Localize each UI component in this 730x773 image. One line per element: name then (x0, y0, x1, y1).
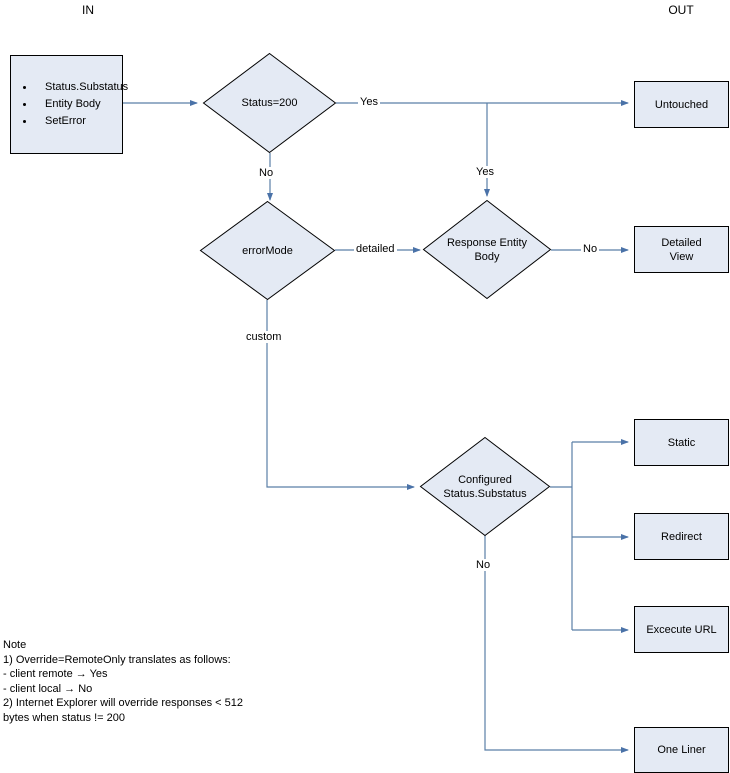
output-static-label: Static (667, 436, 696, 449)
list-item: Entity Body (19, 96, 128, 113)
output-execute-url[interactable]: Excecute URL (634, 606, 729, 653)
edge-label-status-yes: Yes (358, 96, 380, 108)
column-header-out: OUT (668, 3, 694, 17)
output-untouched-label: Untouched (654, 98, 709, 111)
decision-status-200-label: Status=200 (241, 97, 298, 109)
diamond-shape (419, 436, 551, 537)
edge-errormode-custom-configured (266, 300, 415, 490)
decision-status-200[interactable]: Status=200 (202, 52, 337, 154)
column-header-in: IN (82, 3, 94, 17)
output-one-liner[interactable]: One Liner (634, 727, 729, 773)
decision-configured-status-substatus[interactable]: Configured Status.Substatus (419, 436, 551, 537)
input-node-list: Status.Substatus Entity Body SetError (11, 79, 128, 130)
diamond-shape (199, 200, 336, 301)
output-redirect[interactable]: Redirect (634, 513, 729, 560)
edge-configured-no-one-liner (484, 535, 629, 753)
list-item: SetError (19, 113, 128, 130)
input-node[interactable]: Status.Substatus Entity Body SetError (10, 55, 128, 154)
edge-label-response-entity-yes: Yes (474, 166, 496, 178)
list-item: Status.Substatus (19, 79, 128, 96)
output-detailed-view[interactable]: Detailed View (634, 226, 729, 273)
output-static[interactable]: Static (634, 419, 729, 466)
edge-label-error-detailed: detailed (354, 243, 397, 255)
diamond-shape (422, 199, 552, 300)
diamond-shape (202, 52, 337, 154)
edge-label-error-custom: custom (244, 331, 284, 343)
decision-configured-status-substatus-label: Configured Status.Substatus (443, 473, 527, 500)
edge-label-status-no: No (257, 167, 276, 179)
output-execute-url-label: Excecute URL (646, 623, 717, 636)
decision-error-mode-label: errorMode (242, 244, 293, 257)
edge-label-response-entity-no: No (581, 243, 600, 255)
edge-label-configured-no: No (474, 559, 493, 571)
decision-response-entity-body[interactable]: Response Entity Body (422, 199, 552, 300)
output-detailed-view-label: Detailed View (661, 236, 702, 263)
note-block: Note 1) Override=RemoteOnly translates a… (3, 639, 243, 724)
output-untouched[interactable]: Untouched (634, 81, 729, 128)
output-one-liner-label: One Liner (657, 744, 706, 756)
decision-response-entity-body-label: Response Entity Body (446, 236, 528, 263)
decision-error-mode[interactable]: errorMode (199, 200, 336, 301)
output-redirect-label: Redirect (661, 530, 702, 543)
